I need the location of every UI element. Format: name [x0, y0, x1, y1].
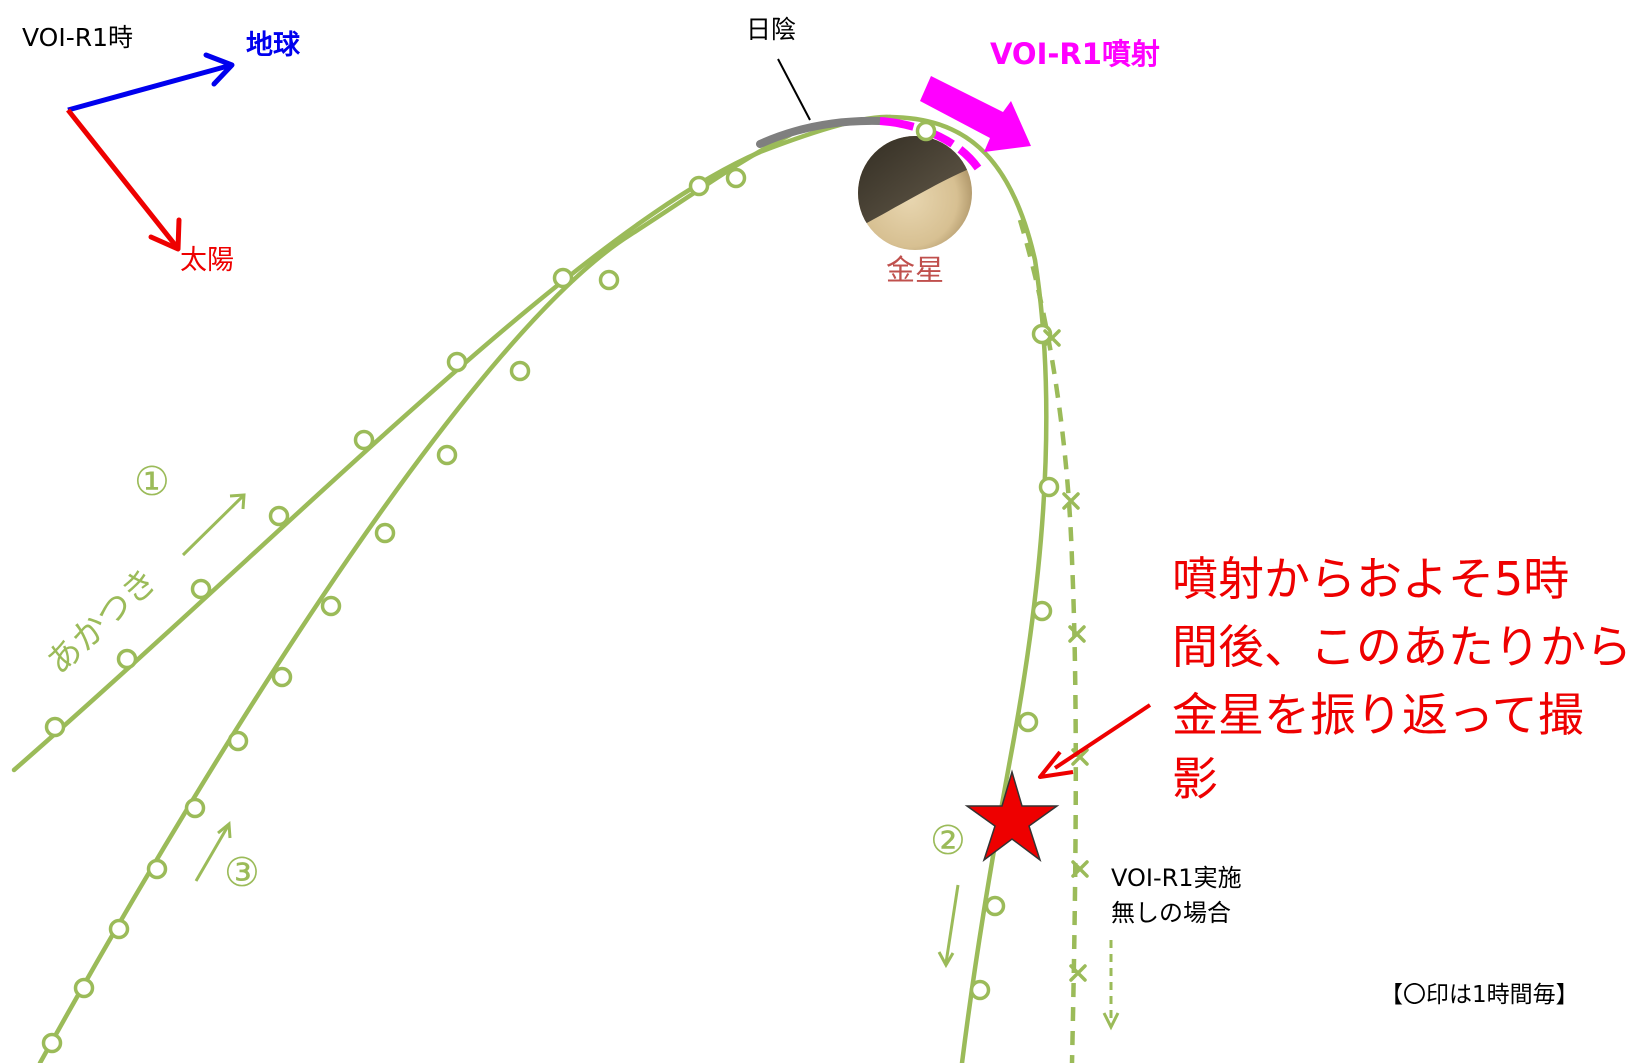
no-burn-line-2: 無しの場合	[1111, 899, 1231, 927]
imaging-pointer-arrow	[1053, 703, 1152, 770]
hour-marker	[725, 167, 747, 189]
hour-marker	[108, 918, 130, 940]
hour-marker	[146, 858, 168, 880]
imaging-note-line-4: 影	[1172, 752, 1218, 806]
hourly-markers	[41, 120, 1060, 1054]
no-burn-label: VOI-R1実施 無しの場合	[1111, 864, 1249, 927]
orbit-track-2	[887, 114, 1049, 1063]
hour-marker	[268, 505, 290, 527]
hour-marker	[1038, 476, 1060, 498]
no-burn-line-1: VOI-R1実施	[1111, 864, 1242, 892]
x-marker	[1069, 964, 1087, 982]
hour-marker	[688, 175, 710, 197]
hour-marker	[190, 578, 212, 600]
hour-marker	[73, 977, 95, 999]
hour-marker	[1017, 711, 1039, 733]
hour-marker	[374, 522, 396, 544]
earth-label: 地球	[246, 30, 301, 61]
planet-icon	[858, 136, 972, 250]
hour-marker	[1031, 600, 1053, 622]
x-marker	[1043, 329, 1061, 347]
no-burn-track	[1017, 219, 1079, 1063]
sun-direction-arrow	[66, 108, 178, 248]
eclipse-arc	[756, 116, 884, 148]
hour-marker	[227, 730, 249, 752]
imaging-note-line-2: 間後、このあたりから	[1172, 620, 1632, 674]
burn-label: VOI-R1噴射	[990, 37, 1160, 71]
motion-arrow-2	[944, 884, 960, 964]
x-marker	[1071, 860, 1089, 878]
hour-marker	[320, 595, 342, 617]
orbit-track-3	[37, 132, 793, 1063]
hour-marker	[116, 648, 138, 670]
earth-arrowhead	[203, 52, 235, 87]
sun-arrowhead	[148, 217, 182, 252]
eclipse-label: 日陰	[746, 15, 796, 44]
step-3-label: ③	[224, 850, 260, 896]
hour-marker	[436, 444, 458, 466]
no-burn-hourly-markers	[1043, 329, 1089, 982]
hour-marker	[184, 797, 206, 819]
hour-marker	[1031, 323, 1053, 345]
hour-marker	[446, 351, 468, 373]
step-2-label: ②	[930, 818, 966, 864]
step-1-label: ①	[134, 459, 170, 505]
hour-marker	[984, 895, 1006, 917]
burn-direction-arrow	[920, 76, 1031, 152]
direction-indicator: VOI-R1時 地球 太陽	[22, 23, 301, 276]
hour-marker	[353, 429, 375, 451]
sun-label: 太陽	[180, 245, 234, 276]
earth-direction-arrow	[67, 63, 229, 113]
hour-marker	[41, 1032, 63, 1054]
motion-arrow-1	[181, 494, 245, 557]
motion-arrows	[181, 493, 1120, 1031]
motion-arrow-3	[194, 825, 230, 882]
star-icon	[964, 769, 1060, 863]
spacecraft-label: あかつき	[39, 561, 166, 683]
event-time-label: VOI-R1時	[22, 23, 133, 52]
hour-marker	[552, 267, 574, 289]
legend-note: 【〇印は1時間毎】	[1380, 982, 1579, 1008]
burn-arc	[879, 117, 982, 171]
hour-marker	[271, 666, 293, 688]
venus-label: 金星	[886, 253, 944, 287]
imaging-note: 噴射からおよそ5時 間後、このあたりから 金星を振り返って撮 影	[1172, 552, 1647, 806]
orbit-track-1	[11, 114, 893, 773]
x-marker	[1062, 492, 1080, 510]
x-marker	[1068, 625, 1086, 643]
imaging-pointer-arrowhead	[1038, 750, 1074, 779]
hour-marker	[44, 716, 66, 738]
hour-marker	[915, 120, 937, 142]
hour-marker	[969, 979, 991, 1001]
eclipse-pointer-line	[777, 58, 811, 121]
imaging-note-line-3: 金星を振り返って撮	[1172, 688, 1584, 742]
hour-marker	[598, 269, 620, 291]
hour-marker	[509, 360, 531, 382]
imaging-note-line-1: 噴射からおよそ5時	[1172, 552, 1569, 606]
